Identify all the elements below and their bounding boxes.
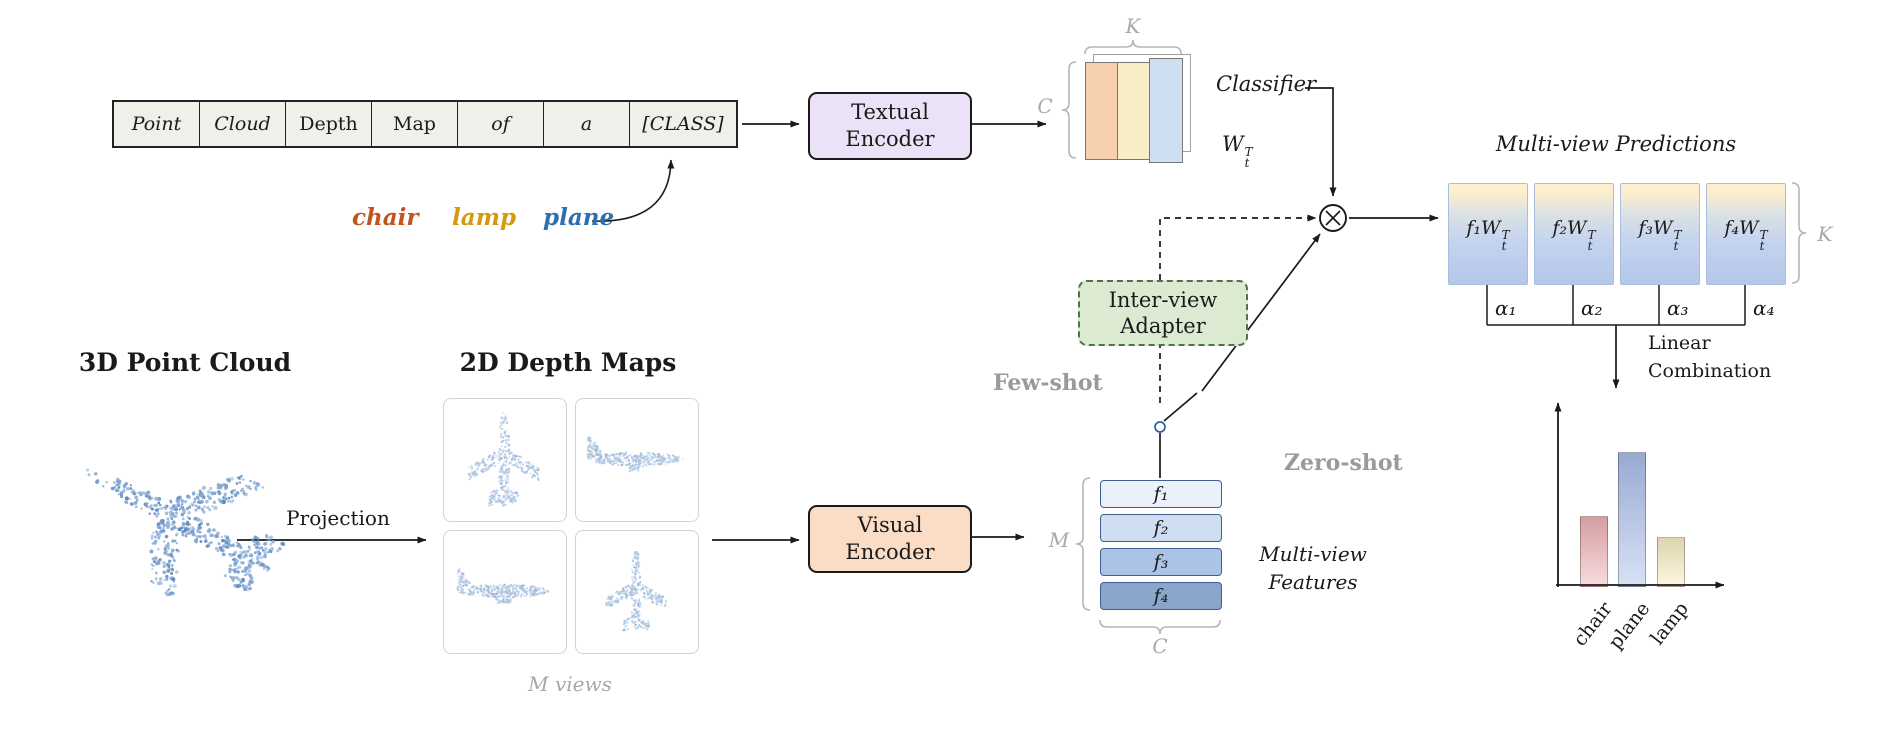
depth-map-view-1 xyxy=(443,398,567,522)
weight-sub: t xyxy=(1244,155,1250,170)
prompt-cell: Point xyxy=(114,102,200,146)
alpha-2: α₂ xyxy=(1581,296,1603,320)
textual-encoder-label-2: Encoder xyxy=(845,127,935,151)
feature-bar-4: f₄ xyxy=(1100,582,1222,610)
classifier-stack-bar-2 xyxy=(1117,62,1151,160)
adapter-label-1: Inter-view xyxy=(1108,288,1218,312)
linear-combination-label-2: Combination xyxy=(1648,360,1772,382)
features-caption-2: Features xyxy=(1268,570,1358,594)
projection-label: Projection xyxy=(286,506,390,530)
prompt-cell-class: [CLASS] xyxy=(642,113,724,135)
depthmaps-title: 2D Depth Maps xyxy=(459,348,677,377)
class-word-plane: plane xyxy=(543,204,615,231)
feature-label-3: f₃ xyxy=(1153,551,1169,573)
predictions-title: Multi-view Predictions xyxy=(1495,132,1737,156)
depth-map-view-3 xyxy=(443,530,567,654)
depth-map-view-2 xyxy=(575,398,699,522)
pointcloud-title: 3D Point Cloud xyxy=(78,348,292,377)
inter-view-adapter-box: Inter-view Adapter xyxy=(1078,280,1248,346)
dim-label-c-left: C xyxy=(1037,94,1053,118)
classifier-title: Classifier xyxy=(1216,72,1317,96)
weight-sup: T xyxy=(1244,145,1253,159)
class-word-lamp: lamp xyxy=(452,204,517,231)
dim-label-k-right: K xyxy=(1817,222,1833,246)
alpha-3: α₃ xyxy=(1667,296,1689,320)
prompt-cell: Map xyxy=(372,102,458,146)
dim-label-k-top: K xyxy=(1125,14,1141,38)
feature-label-2: f₂ xyxy=(1153,517,1169,539)
zero-shot-label: Zero-shot xyxy=(1284,450,1403,476)
weight-base: W xyxy=(1222,132,1244,156)
visual-encoder-box: Visual Encoder xyxy=(808,505,972,573)
feature-bar-2: f₂ xyxy=(1100,514,1222,542)
alpha-4: α₄ xyxy=(1753,296,1775,320)
feature-bar-3: f₃ xyxy=(1100,548,1222,576)
textual-encoder-box: Textual Encoder xyxy=(808,92,972,160)
prompt-table: Point Cloud Depth Map of a [CLASS] xyxy=(112,100,738,148)
bar-label-lamp: lamp xyxy=(1646,598,1694,650)
feature-bar-1: f₁ xyxy=(1100,480,1222,508)
depth-map-view-4 xyxy=(575,530,699,654)
prompt-cell: of xyxy=(458,102,544,146)
few-shot-label: Few-shot xyxy=(993,370,1103,396)
bar-plane xyxy=(1618,452,1646,587)
features-caption-1: Multi-view xyxy=(1259,542,1367,566)
prompt-cell: a xyxy=(544,102,630,146)
bar-lamp xyxy=(1657,537,1685,587)
visual-encoder-label-2: Encoder xyxy=(845,540,935,564)
classifier-stack-bar-3 xyxy=(1149,58,1183,163)
dim-label-m-left: M xyxy=(1048,528,1070,552)
bar-label-plane: plane xyxy=(1604,598,1655,654)
dim-label-c-bottom: C xyxy=(1152,634,1168,658)
m-views-caption: M views xyxy=(528,672,612,696)
feature-label-4: f₄ xyxy=(1153,585,1169,607)
feature-label-1: f₁ xyxy=(1153,483,1169,505)
adapter-label-2: Adapter xyxy=(1120,314,1206,338)
alpha-1: α₁ xyxy=(1495,296,1517,320)
visual-encoder-label-1: Visual xyxy=(857,513,923,537)
classifier-stack-bar-1 xyxy=(1085,62,1119,160)
prompt-cell: Cloud xyxy=(200,102,286,146)
bar-chair xyxy=(1580,515,1608,587)
textual-encoder-label-1: Textual xyxy=(851,100,929,124)
linear-combination-label-1: Linear xyxy=(1648,332,1711,354)
prompt-cell: Depth xyxy=(286,102,372,146)
class-word-chair: chair xyxy=(352,204,419,231)
